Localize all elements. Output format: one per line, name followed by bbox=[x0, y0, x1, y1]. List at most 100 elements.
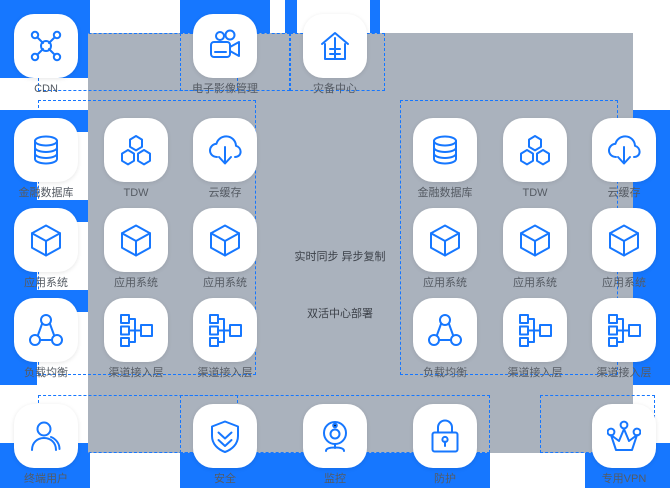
blue-highlight-block bbox=[285, 0, 297, 42]
node-org-tree[interactable]: 渠道接入层 bbox=[592, 298, 656, 386]
node-label: 云缓存 bbox=[607, 187, 641, 199]
node-card[interactable] bbox=[104, 298, 168, 362]
node-card[interactable] bbox=[413, 404, 477, 468]
node-card[interactable] bbox=[14, 14, 78, 78]
node-card[interactable] bbox=[193, 298, 257, 362]
node-card[interactable] bbox=[303, 404, 367, 468]
node-card[interactable] bbox=[413, 298, 477, 362]
node-card[interactable] bbox=[14, 208, 78, 272]
node-card[interactable] bbox=[503, 298, 567, 362]
cube-icon bbox=[121, 224, 151, 257]
node-org-tree[interactable]: 渠道接入层 bbox=[193, 298, 257, 386]
node-org-tree[interactable]: 渠道接入层 bbox=[104, 298, 168, 386]
center-caption: 双活中心部署 bbox=[307, 308, 373, 320]
org-tree-icon bbox=[608, 314, 641, 347]
node-card[interactable] bbox=[592, 208, 656, 272]
node-cube[interactable]: 应用系统 bbox=[193, 208, 257, 296]
node-label: 渠道接入层 bbox=[197, 367, 253, 379]
node-database[interactable]: 金融数据库 bbox=[14, 118, 78, 206]
node-label: 渠道接入层 bbox=[596, 367, 652, 379]
node-load-balancer[interactable]: 负载均衡 bbox=[413, 298, 477, 386]
node-user[interactable]: 终端用户 bbox=[14, 404, 78, 492]
cloud-download-icon bbox=[608, 135, 641, 165]
node-label: 负载均衡 bbox=[423, 367, 467, 379]
org-tree-icon bbox=[209, 314, 242, 347]
database-icon bbox=[433, 135, 457, 165]
node-card[interactable] bbox=[104, 118, 168, 182]
cube-icon bbox=[210, 224, 240, 257]
org-tree-icon bbox=[519, 314, 552, 347]
video-camera-icon bbox=[210, 29, 240, 58]
node-crown-network[interactable]: 专用VPN bbox=[592, 404, 656, 492]
node-card[interactable] bbox=[14, 298, 78, 362]
node-label: 应用系统 bbox=[513, 277, 557, 289]
load-balancer-icon bbox=[29, 314, 63, 346]
node-cube[interactable]: 应用系统 bbox=[592, 208, 656, 296]
node-label: 灾备中心 bbox=[313, 83, 357, 95]
warehouse-icon bbox=[321, 32, 349, 60]
node-label: 渠道接入层 bbox=[507, 367, 563, 379]
node-card[interactable] bbox=[413, 208, 477, 272]
hexagon-cluster-icon bbox=[520, 135, 550, 166]
node-card[interactable] bbox=[592, 118, 656, 182]
node-card[interactable] bbox=[303, 14, 367, 78]
node-label: 应用系统 bbox=[602, 277, 646, 289]
cloud-download-icon bbox=[209, 135, 242, 165]
node-label: TDW bbox=[522, 187, 548, 199]
node-card[interactable] bbox=[104, 208, 168, 272]
node-card[interactable] bbox=[413, 118, 477, 182]
cube-icon bbox=[520, 224, 550, 257]
node-label: 终端用户 bbox=[24, 473, 68, 485]
node-label: CDN bbox=[34, 83, 58, 95]
node-video-camera[interactable]: 电子影像管理 bbox=[192, 14, 258, 102]
node-label: 云缓存 bbox=[208, 187, 242, 199]
node-cloud-download[interactable]: 云缓存 bbox=[193, 118, 257, 206]
node-cloud-download[interactable]: 云缓存 bbox=[592, 118, 656, 206]
cdn-network-icon bbox=[30, 30, 62, 62]
node-cube[interactable]: 应用系统 bbox=[104, 208, 168, 296]
node-cdn-network[interactable]: CDN bbox=[14, 14, 78, 102]
node-card[interactable] bbox=[503, 118, 567, 182]
node-label: 专用VPN bbox=[601, 473, 647, 485]
node-cube[interactable]: 应用系统 bbox=[413, 208, 477, 296]
node-label: 应用系统 bbox=[423, 277, 467, 289]
node-label: 防护 bbox=[434, 473, 456, 485]
node-org-tree[interactable]: 渠道接入层 bbox=[503, 298, 567, 386]
node-card[interactable] bbox=[14, 118, 78, 182]
hexagon-cluster-icon bbox=[121, 135, 151, 166]
node-load-balancer[interactable]: 负载均衡 bbox=[14, 298, 78, 386]
node-label: 应用系统 bbox=[203, 277, 247, 289]
node-card[interactable] bbox=[14, 404, 78, 468]
node-card[interactable] bbox=[503, 208, 567, 272]
crown-network-icon bbox=[607, 420, 641, 451]
node-card[interactable] bbox=[193, 14, 257, 78]
node-cube[interactable]: 应用系统 bbox=[14, 208, 78, 296]
node-card[interactable] bbox=[193, 118, 257, 182]
node-card[interactable] bbox=[592, 404, 656, 468]
node-card[interactable] bbox=[193, 404, 257, 468]
node-label: 金融数据库 bbox=[417, 187, 473, 199]
node-label: 应用系统 bbox=[114, 277, 158, 289]
node-database[interactable]: 金融数据库 bbox=[413, 118, 477, 206]
node-lock[interactable]: 防护 bbox=[413, 404, 477, 492]
cube-icon bbox=[31, 224, 61, 257]
shield-chevron-icon bbox=[211, 420, 239, 453]
node-shield-chevron[interactable]: 安全 bbox=[193, 404, 257, 492]
database-icon bbox=[34, 135, 58, 165]
node-card[interactable] bbox=[193, 208, 257, 272]
node-label: 负载均衡 bbox=[24, 367, 68, 379]
node-card[interactable] bbox=[592, 298, 656, 362]
center-caption: 实时同步 异步复制 bbox=[294, 251, 386, 263]
node-label: 安全 bbox=[214, 473, 236, 485]
node-label: 监控 bbox=[324, 473, 346, 485]
node-hexagon-cluster[interactable]: TDW bbox=[104, 118, 168, 206]
node-cube[interactable]: 应用系统 bbox=[503, 208, 567, 296]
node-hexagon-cluster[interactable]: TDW bbox=[503, 118, 567, 206]
node-label: 应用系统 bbox=[24, 277, 68, 289]
load-balancer-icon bbox=[428, 314, 462, 346]
node-webcam[interactable]: 监控 bbox=[303, 404, 367, 492]
org-tree-icon bbox=[120, 314, 153, 347]
node-warehouse[interactable]: 灾备中心 bbox=[303, 14, 367, 102]
webcam-icon bbox=[323, 421, 347, 452]
